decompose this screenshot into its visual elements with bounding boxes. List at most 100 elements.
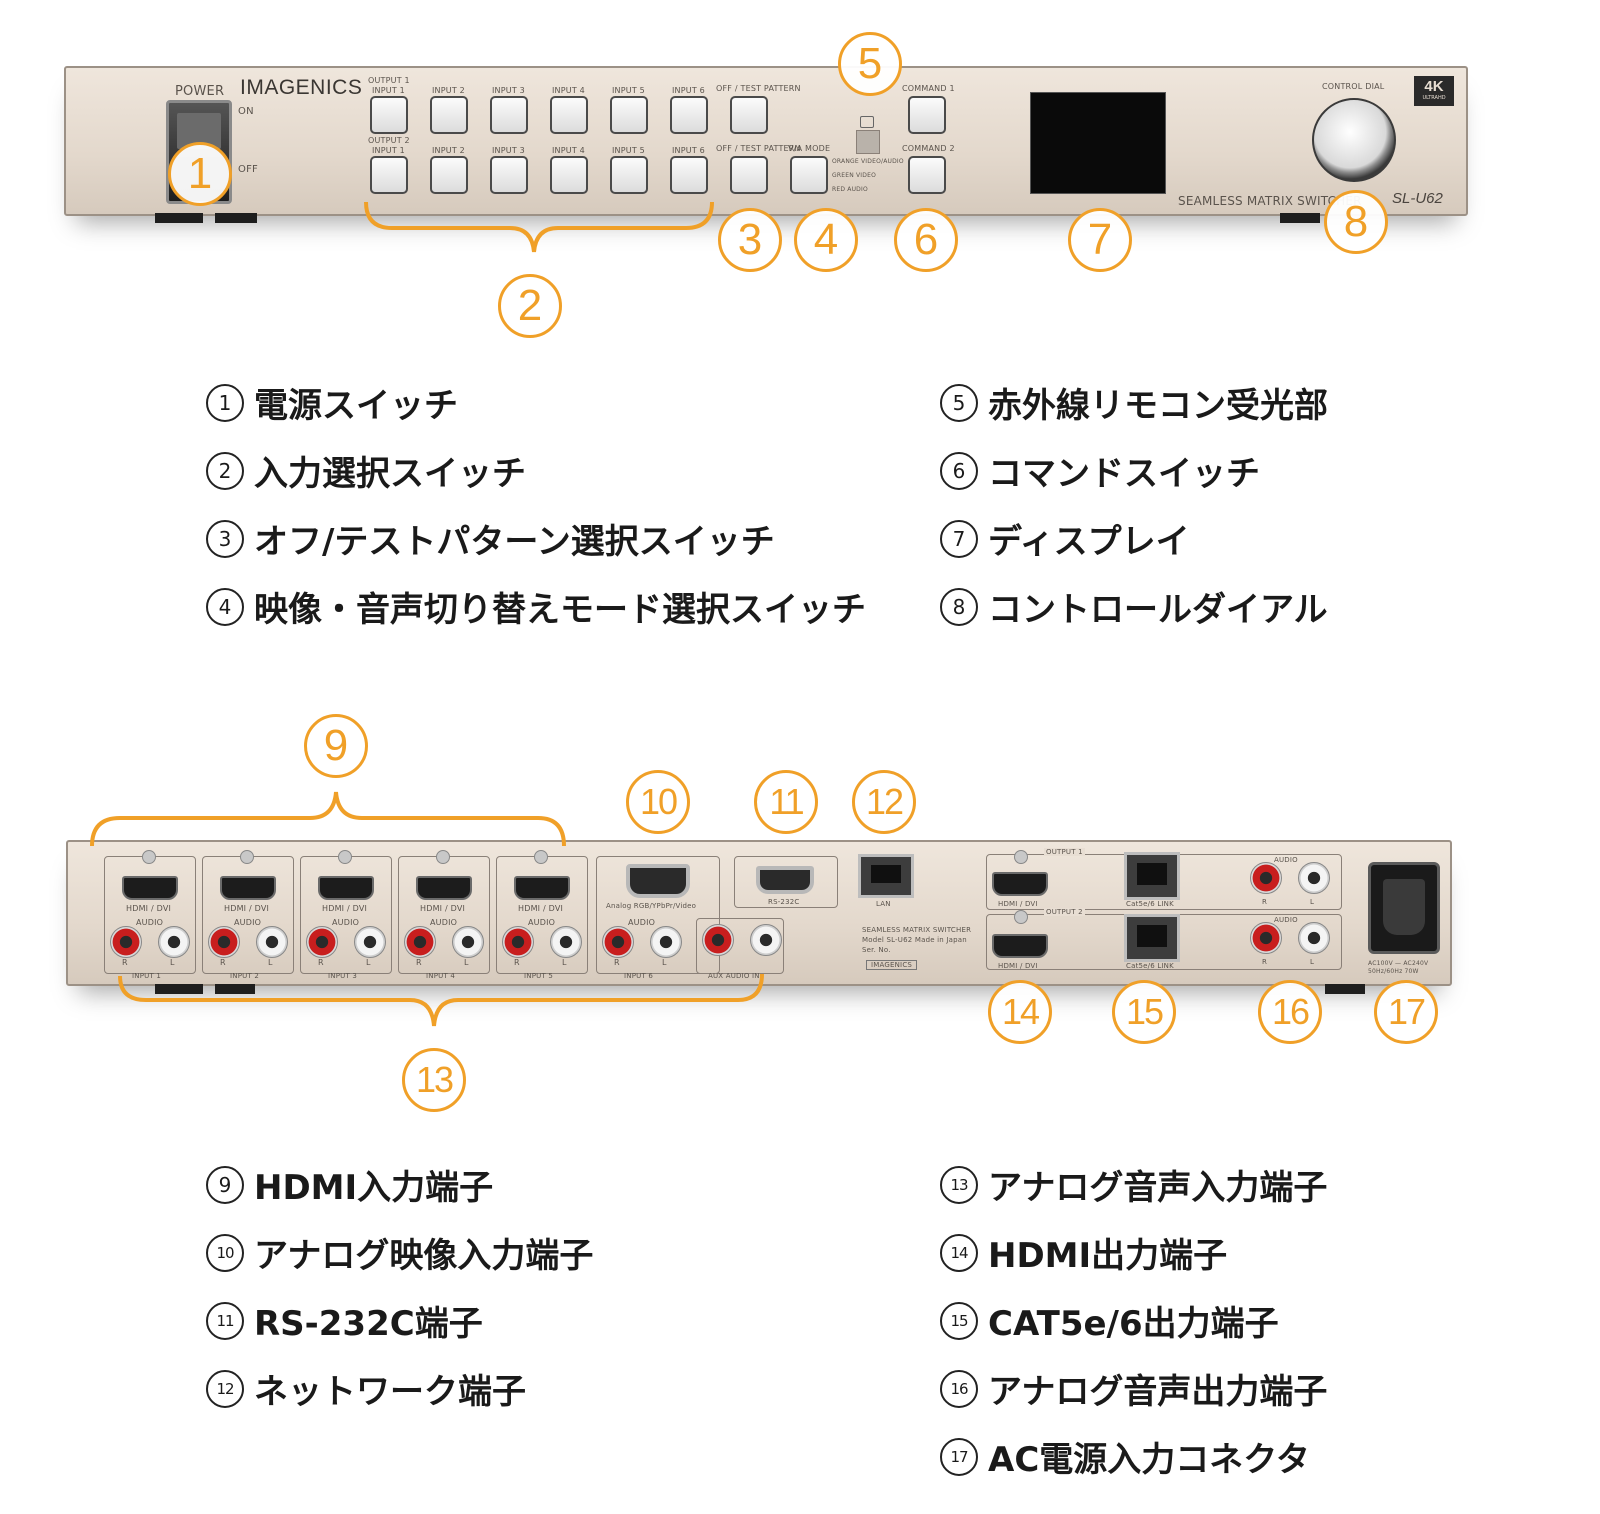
hdmi-input-4-port[interactable] <box>416 876 472 900</box>
command1-button[interactable] <box>908 96 946 134</box>
cat-link-1-port[interactable] <box>1124 852 1180 900</box>
legend-text: CAT5e/6出力端子 <box>988 1304 1279 1344</box>
audio-label: AUDIO <box>1274 856 1298 864</box>
hdmi-output-1-port[interactable] <box>992 872 1048 896</box>
callout-4: 4 <box>794 208 858 272</box>
input-label: INPUT 6 <box>672 86 705 95</box>
hdmi-dvi-label: HDMI / DVI <box>998 900 1038 908</box>
hdmi-input-2-port[interactable] <box>220 876 276 900</box>
command2-button[interactable] <box>908 156 946 194</box>
audio-in-3-r-jack[interactable] <box>306 926 338 958</box>
va-mode-button[interactable] <box>790 156 828 194</box>
audio-out-2-r-jack[interactable] <box>1250 922 1282 954</box>
legend-number: 17 <box>940 1437 978 1476</box>
output1-input5-button[interactable] <box>610 96 648 134</box>
audio-in-2-r-jack[interactable] <box>208 926 240 958</box>
l-label: L <box>1310 958 1315 966</box>
bracket-9 <box>90 791 566 847</box>
cat-link-label: Cat5e/6 LINK <box>1126 962 1174 970</box>
l-label: L <box>170 958 175 967</box>
r-label: R <box>220 958 226 967</box>
ac-inlet[interactable] <box>1368 862 1440 954</box>
hdmi-dvi-label: HDMI / DVI <box>224 904 270 913</box>
control-dial[interactable] <box>1312 98 1396 182</box>
hdmi-output-2-port[interactable] <box>992 934 1048 958</box>
audio-in-6-r-jack[interactable] <box>602 926 634 958</box>
audio-in-5-l-jack[interactable] <box>550 926 582 958</box>
nameplate-line: Model SL-U62 Made in Japan <box>862 936 967 944</box>
output1-input4-button[interactable] <box>550 96 588 134</box>
legend-number: 7 <box>940 519 978 558</box>
vga-port[interactable] <box>626 864 690 898</box>
output1-input2-button[interactable] <box>430 96 468 134</box>
r-label: R <box>1262 958 1268 966</box>
audio-in-4-l-jack[interactable] <box>452 926 484 958</box>
display-screen <box>1030 92 1166 194</box>
output2-input5-button[interactable] <box>610 156 648 194</box>
audio-in-2-l-jack[interactable] <box>256 926 288 958</box>
lan-label: LAN <box>876 900 891 908</box>
audio-in-3-l-jack[interactable] <box>354 926 386 958</box>
input-module-3 <box>300 856 392 974</box>
aux-audio-l-jack[interactable] <box>750 924 782 956</box>
hdmi-input-3-port[interactable] <box>318 876 374 900</box>
rs232c-port[interactable] <box>756 866 814 894</box>
audio-out-1-r-jack[interactable] <box>1250 862 1282 894</box>
audio-out-2-l-jack[interactable] <box>1298 922 1330 954</box>
audio-out-1-l-jack[interactable] <box>1298 862 1330 894</box>
legend-text: コントロールダイアル <box>988 590 1328 630</box>
hdmi-input-1-port[interactable] <box>122 876 178 900</box>
rear-input-label: INPUT 4 <box>426 972 456 980</box>
audio-in-4-r-jack[interactable] <box>404 926 436 958</box>
model-name: SL-U62 <box>1392 190 1443 207</box>
test-pattern-label: OFF / TEST PATTERN <box>716 84 801 93</box>
legend-text: 赤外線リモコン受光部 <box>988 386 1328 426</box>
legend-text: RS-232C端子 <box>254 1304 483 1344</box>
audio-in-1-r-jack[interactable] <box>110 926 142 958</box>
output1-test-pattern-button[interactable] <box>730 96 768 134</box>
audio-in-5-r-jack[interactable] <box>502 926 534 958</box>
hdmi-input-5-port[interactable] <box>514 876 570 900</box>
output1-input1-button[interactable] <box>370 96 408 134</box>
callout-8: 8 <box>1324 190 1388 254</box>
screw-icon <box>240 850 254 864</box>
badge-ultra-text: ULTRAHD <box>1422 95 1446 101</box>
cat-link-2-port[interactable] <box>1124 914 1180 962</box>
audio-label: AUDIO <box>430 918 458 927</box>
audio-in-6-l-jack[interactable] <box>650 926 682 958</box>
screw-icon <box>534 850 548 864</box>
output2-input4-button[interactable] <box>550 156 588 194</box>
output2-input2-button[interactable] <box>430 156 468 194</box>
input-module-1 <box>104 856 196 974</box>
l-label: L <box>366 958 371 967</box>
hdmi-dvi-label: HDMI / DVI <box>420 904 466 913</box>
output2-test-pattern-button[interactable] <box>730 156 768 194</box>
output1-input3-button[interactable] <box>490 96 528 134</box>
lan-port[interactable] <box>858 854 914 898</box>
output1-input6-button[interactable] <box>670 96 708 134</box>
front-foot <box>1280 213 1320 223</box>
input-label: INPUT 6 <box>672 146 705 155</box>
output2-input1-button[interactable] <box>370 156 408 194</box>
l-label: L <box>662 958 667 967</box>
r-label: R <box>614 958 620 967</box>
badge-4k: 4K ULTRAHD <box>1414 76 1454 106</box>
legend-number: 15 <box>940 1301 978 1340</box>
output2-input3-button[interactable] <box>490 156 528 194</box>
rear-foot <box>215 984 255 994</box>
input-label: INPUT 5 <box>612 146 645 155</box>
power-label: POWER <box>175 84 225 99</box>
output2-input6-button[interactable] <box>670 156 708 194</box>
aux-audio-r-jack[interactable] <box>702 924 734 956</box>
audio-in-1-l-jack[interactable] <box>158 926 190 958</box>
analog-video-label: Analog RGB/YPbPr/Video <box>606 902 697 910</box>
legend-number: 9 <box>206 1165 244 1204</box>
rear-input-label: INPUT 6 <box>624 972 654 980</box>
